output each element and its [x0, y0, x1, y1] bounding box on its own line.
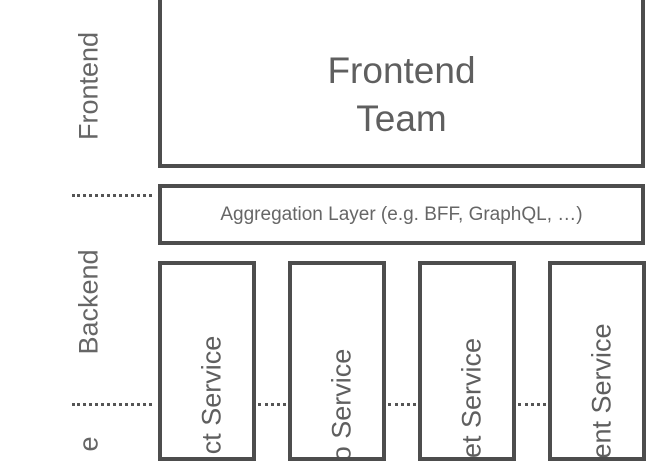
aggregation-layer-box: Aggregation Layer (e.g. BFF, GraphQL, …): [158, 184, 645, 245]
separator-backend-bottom-gap2: [388, 403, 416, 406]
bottom-layer-label: e: [73, 436, 104, 452]
frontend-layer-label: Frontend: [73, 31, 104, 141]
frontend-team-box: Frontend Team: [158, 0, 645, 168]
backend-layer-label: Backend: [73, 249, 104, 355]
separator-backend-bottom-gap1: [258, 403, 286, 406]
service-label-4: ent Service: [586, 323, 617, 459]
service-box-2: o Service: [288, 261, 386, 461]
service-label-2: o Service: [326, 348, 357, 461]
service-box-1: ct Service: [158, 261, 256, 461]
service-label-3: et Service: [456, 337, 487, 459]
frontend-team-title: Frontend Team: [327, 19, 475, 143]
service-box-4: ent Service: [548, 261, 646, 461]
separator-backend-bottom-gap3: [518, 403, 546, 406]
service-box-3: et Service: [418, 261, 516, 461]
frontend-team-line1: Frontend: [327, 50, 476, 91]
separator-frontend-backend: [72, 194, 152, 197]
frontend-team-line2: Team: [356, 98, 447, 139]
separator-backend-bottom-left: [72, 403, 152, 406]
aggregation-layer-label: Aggregation Layer (e.g. BFF, GraphQL, …): [220, 203, 583, 225]
service-label-1: ct Service: [196, 335, 227, 455]
